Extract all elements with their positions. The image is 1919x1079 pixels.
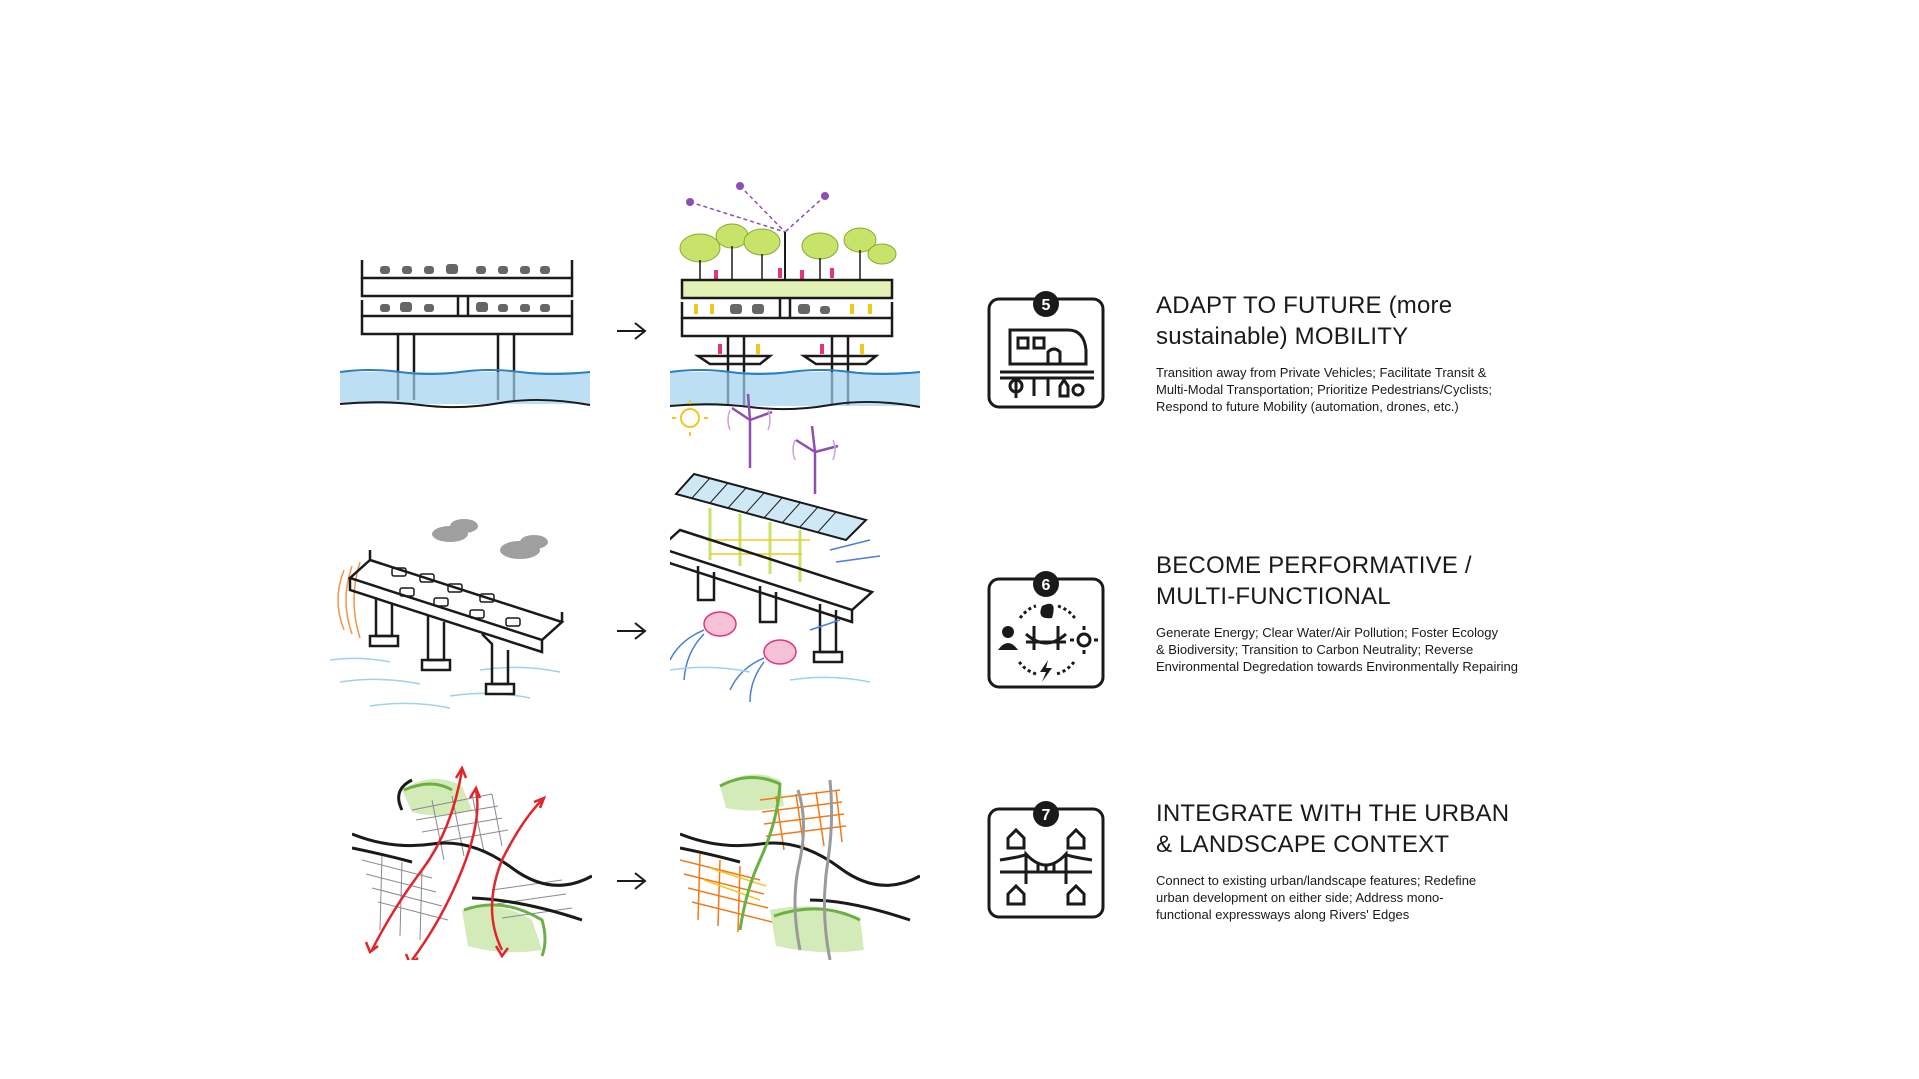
principle-badge: 6	[986, 570, 1106, 690]
principle-description: Generate Energy; Clear Water/Air Polluti…	[1156, 625, 1519, 674]
principle-heading: INTEGRATE WITH THE URBAN & LANDSCAPE CON…	[1156, 800, 1510, 858]
train-mobility-icon	[1000, 328, 1094, 398]
principle-number: 5	[1042, 297, 1051, 314]
principle-row-5: 5 ADAPT TO FUTURE (more sustainable) MOB…	[0, 180, 1919, 430]
solar-wind-expressway-after-sketch	[670, 393, 881, 703]
principle-number: 7	[1042, 807, 1051, 824]
double-deck-expressway-before-sketch	[340, 260, 591, 409]
principle-badge: 5	[986, 290, 1106, 410]
city-river-integrated-after-sketch	[680, 774, 920, 960]
principle-description: Connect to existing urban/landscape feat…	[1156, 873, 1477, 922]
principle-row-6: 6	[0, 393, 1919, 720]
city-river-barrier-before-sketch	[352, 765, 592, 960]
principle-text: BECOME PERFORMATIVE / MULTI-FUNCTIONAL G…	[1156, 550, 1586, 675]
principle-heading: BECOME PERFORMATIVE / MULTI-FUNCTIONAL	[1156, 552, 1472, 610]
principle-text: ADAPT TO FUTURE (more sustainable) MOBIL…	[1156, 290, 1586, 415]
principle-row-7: 7 INTEGRATE WITH THE URBAN & LANDSCAPE C…	[0, 750, 1919, 1000]
principle-text: INTEGRATE WITH THE URBAN & LANDSCAPE CON…	[1156, 798, 1586, 923]
transformation-arrow	[617, 622, 647, 640]
bridge-houses-icon	[999, 827, 1093, 906]
principle-description: Transition away from Private Vehicles; F…	[1156, 365, 1492, 414]
principle-number: 6	[1042, 577, 1051, 594]
green-deck-mobility-after-sketch	[670, 182, 921, 411]
eco-cycle-icon	[998, 603, 1098, 682]
principle-badge: 7	[986, 800, 1106, 920]
transformation-arrow	[617, 322, 647, 340]
expressway-pollution-before-sketch	[330, 519, 565, 709]
principle-heading: ADAPT TO FUTURE (more sustainable) MOBIL…	[1156, 292, 1453, 350]
transformation-arrow	[617, 872, 647, 890]
